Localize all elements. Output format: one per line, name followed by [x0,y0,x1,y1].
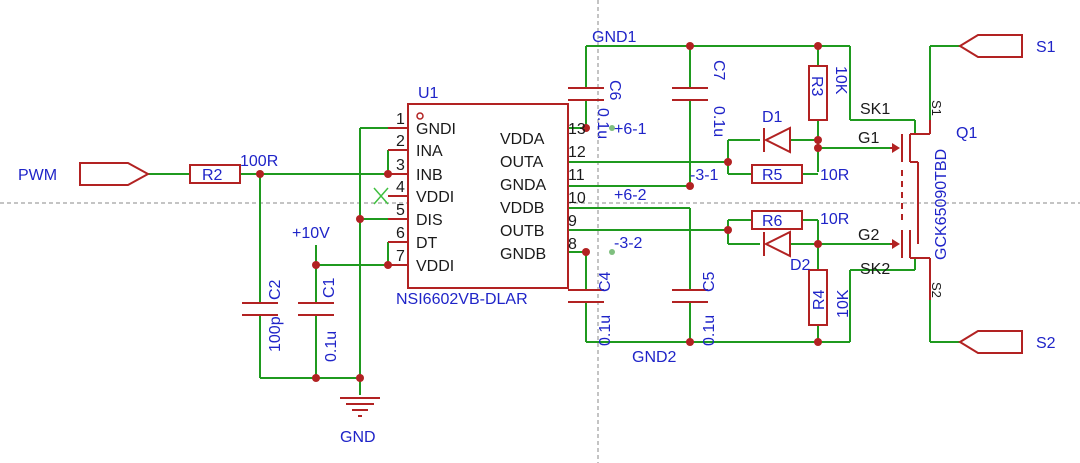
u1-pin-name: GNDB [500,246,546,263]
c2-ref: C2 [267,279,284,300]
net-label-gnd1: GND1 [592,29,637,46]
r4-symbol [808,269,828,326]
r4-ref: R4 [811,289,828,310]
r2-ref: R2 [202,167,223,184]
u1-pin-name: OUTA [500,154,544,171]
q1-pin-s2-label: S2 [929,282,944,298]
c6-ref: C6 [606,80,623,101]
u1-pin-name: VDDI [416,258,454,275]
u1-pin-name: VDDB [500,200,544,217]
pwm-port-symbol [79,162,151,186]
r3-value: 10K [832,66,849,95]
u1-pin-name: GNDI [416,121,456,138]
s1-port-symbol [958,34,1023,58]
u1-pin-name: INB [416,167,443,184]
u1-pin-num: 1 [396,111,405,128]
c4-value: 0.1u [597,315,614,346]
u1-ref: U1 [418,85,439,102]
net-label-gnd2: GND2 [632,349,677,366]
r6-ref: R6 [762,213,783,230]
c1-value: 0.1u [323,331,340,362]
sk2-label: SK2 [860,261,890,278]
c1-ref: C1 [321,277,338,298]
net-label-m3-2: -3-2 [614,235,643,252]
u1-right-pins: VDDA 13 OUTA 12 GNDA 11 VDDB 10 OUTB 9 G… [500,121,586,263]
u1-pin-name: DT [416,235,438,252]
sk1-label: SK1 [860,101,890,118]
q1-symbol [890,120,931,300]
u1-part: NSI6602VB-DLAR [396,291,528,308]
u1-pin-name: OUTB [500,223,544,240]
d2-ref: D2 [790,257,811,274]
u1-left-pins: 1 GNDI 2 INA 3 INB 4 VDDI 5 DIS 6 DT 7 V… [396,111,456,275]
u1-pin-num: 9 [568,213,577,230]
r3-symbol [808,65,828,121]
net-label-p6-1: +6-1 [614,121,647,138]
u1-pin-num: 5 [396,202,405,219]
u1-pin-num: 4 [396,179,405,196]
c7-symbol [672,87,708,101]
c5-symbol [672,289,708,303]
c7-ref: C7 [710,60,727,81]
net-label-p6-2: +6-2 [614,187,647,204]
u1-pin-name: GNDA [500,177,547,194]
c5-value: 0.1u [701,315,718,346]
r5-ref: R5 [762,167,783,184]
u1-pin-num: 12 [568,144,586,161]
u1-symbol [373,103,569,289]
u1-pin-num: 8 [568,236,577,253]
r4-value: 10K [835,289,852,318]
g1-label: G1 [858,130,879,147]
r6-value: 10R [820,211,849,228]
wires [148,45,960,395]
u1-pin-num: 13 [568,121,586,138]
r2-value: 100R [240,153,278,170]
c2-symbol [242,302,278,316]
net-label-plus10v: +10V [292,225,330,242]
s2-port-symbol [958,330,1023,354]
u1-pin-name: VDDI [416,189,454,206]
net-label-pwm: PWM [18,167,57,184]
c6-value: 0.1u [594,108,611,139]
u1-pin-num: 3 [396,157,405,174]
c1-symbol [298,302,334,316]
u1-pin-num: 6 [396,225,405,242]
u1-pin-num: 7 [396,248,405,265]
d2-symbol [763,230,791,258]
c6-symbol [568,87,604,101]
net-label-m3-1: -3-1 [690,167,719,184]
u1-pin-num: 2 [396,133,405,150]
net-label-s1: S1 [1036,39,1056,56]
c4-symbol [568,289,604,303]
u1-pin-name: INA [416,143,443,160]
q1-part: GCK65090TBD [933,149,950,260]
u1-pin-name: DIS [416,212,443,229]
q1-pin-s1-label: S1 [929,100,944,116]
q1-ref: Q1 [956,125,977,142]
r5-value: 10R [820,167,849,184]
gnd-symbol [340,397,380,417]
u1-pin-num: 10 [568,190,586,207]
c4-ref: C4 [597,271,614,292]
d1-symbol [763,126,791,154]
r3-ref: R3 [808,76,825,97]
c7-value: 0.1u [710,106,727,137]
r6-symbol [751,210,803,230]
g2-label: G2 [858,227,879,244]
u1-pin-name: VDDA [500,131,545,148]
net-label-s2: S2 [1036,335,1056,352]
u1-pin-num: 11 [568,167,585,184]
junctions [256,42,822,382]
r5-symbol [751,164,803,184]
c5-ref: C5 [701,271,718,292]
c2-value: 100p [267,316,284,352]
r2-symbol [189,164,241,184]
d1-ref: D1 [762,109,783,126]
net-label-gnd: GND [340,429,376,446]
